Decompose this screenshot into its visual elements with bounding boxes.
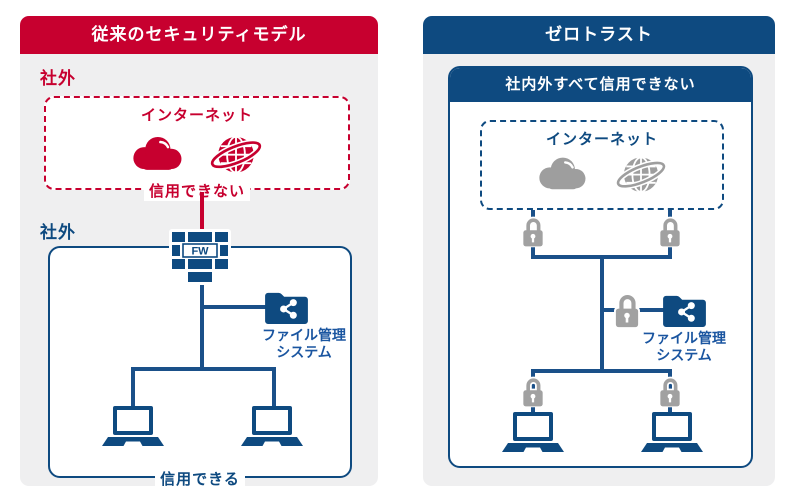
inner-zone-label: 社外 [40,223,76,242]
file-system-label-line2: システム [656,347,712,363]
device-drop-line-left [131,367,135,410]
zero-trust-panel-title: ゼロトラスト [423,16,775,54]
legacy-security-panel: 従来のセキュリティモデル 社外 インターネット [20,16,378,489]
file-system-label-line1: ファイル管理 [262,327,346,343]
lock-merge-line-right [668,245,672,259]
zero-trust-banner: 社内外すべて信用できない [450,68,751,102]
zero-trust-zone-box: 社内外すべて信用できない インターネット [448,66,753,468]
trunk-line [600,255,604,371]
globe-icon [208,128,264,178]
internet-label: インターネット [545,131,658,148]
outside-zone-label: 社外 [40,69,76,88]
file-system-label: ファイル管理 システム [614,330,754,364]
shared-folder-icon [662,292,707,328]
zero-trust-title-text: ゼロトラスト [545,25,653,44]
internet-stub-line-left [531,208,535,220]
trust-label: 信用できる [48,468,352,489]
lock-merge-line-left [531,245,535,259]
legacy-panel-title: 従来のセキュリティモデル [20,16,378,54]
internet-zone-box: インターネット [480,120,724,210]
untrust-label: 信用できない [44,180,350,201]
firewall-icon: FW [169,229,231,285]
device-drop-line-right [272,367,276,410]
cloud-icon [536,156,588,190]
device-splitter-line [531,369,672,373]
padlock-icon [520,375,546,408]
laptop-icon [502,412,564,454]
file-system-branch-line [202,305,266,309]
internet-icons [46,128,348,178]
file-system-label-line1: ファイル管理 [642,330,726,346]
laptop-icon [241,406,303,448]
globe-icon [614,149,668,197]
laptop-icon [102,406,164,448]
internet-icons [482,149,722,197]
internet-zone-box: インターネット [44,96,350,190]
firewall-trunk-line [200,283,204,371]
padlock-icon [520,215,546,248]
legacy-panel-title-text: 従来のセキュリティモデル [91,25,307,44]
padlock-icon [657,215,683,248]
device-splitter-line [131,367,276,371]
padlock-icon [657,375,683,408]
internet-to-firewall-line [200,192,204,234]
file-system-label: ファイル管理 システム [234,327,374,361]
internet-label: インターネット [140,107,253,124]
shared-folder-icon [264,289,309,325]
internet-stub-line-right [668,208,672,220]
cloud-icon [130,135,184,171]
laptop-icon [641,412,703,454]
file-system-label-line2: システム [276,344,332,360]
firewall-label: FW [191,246,209,258]
padlock-icon [612,291,642,329]
zero-trust-panel: ゼロトラスト 社内外すべて信用できない インターネット [423,16,775,486]
